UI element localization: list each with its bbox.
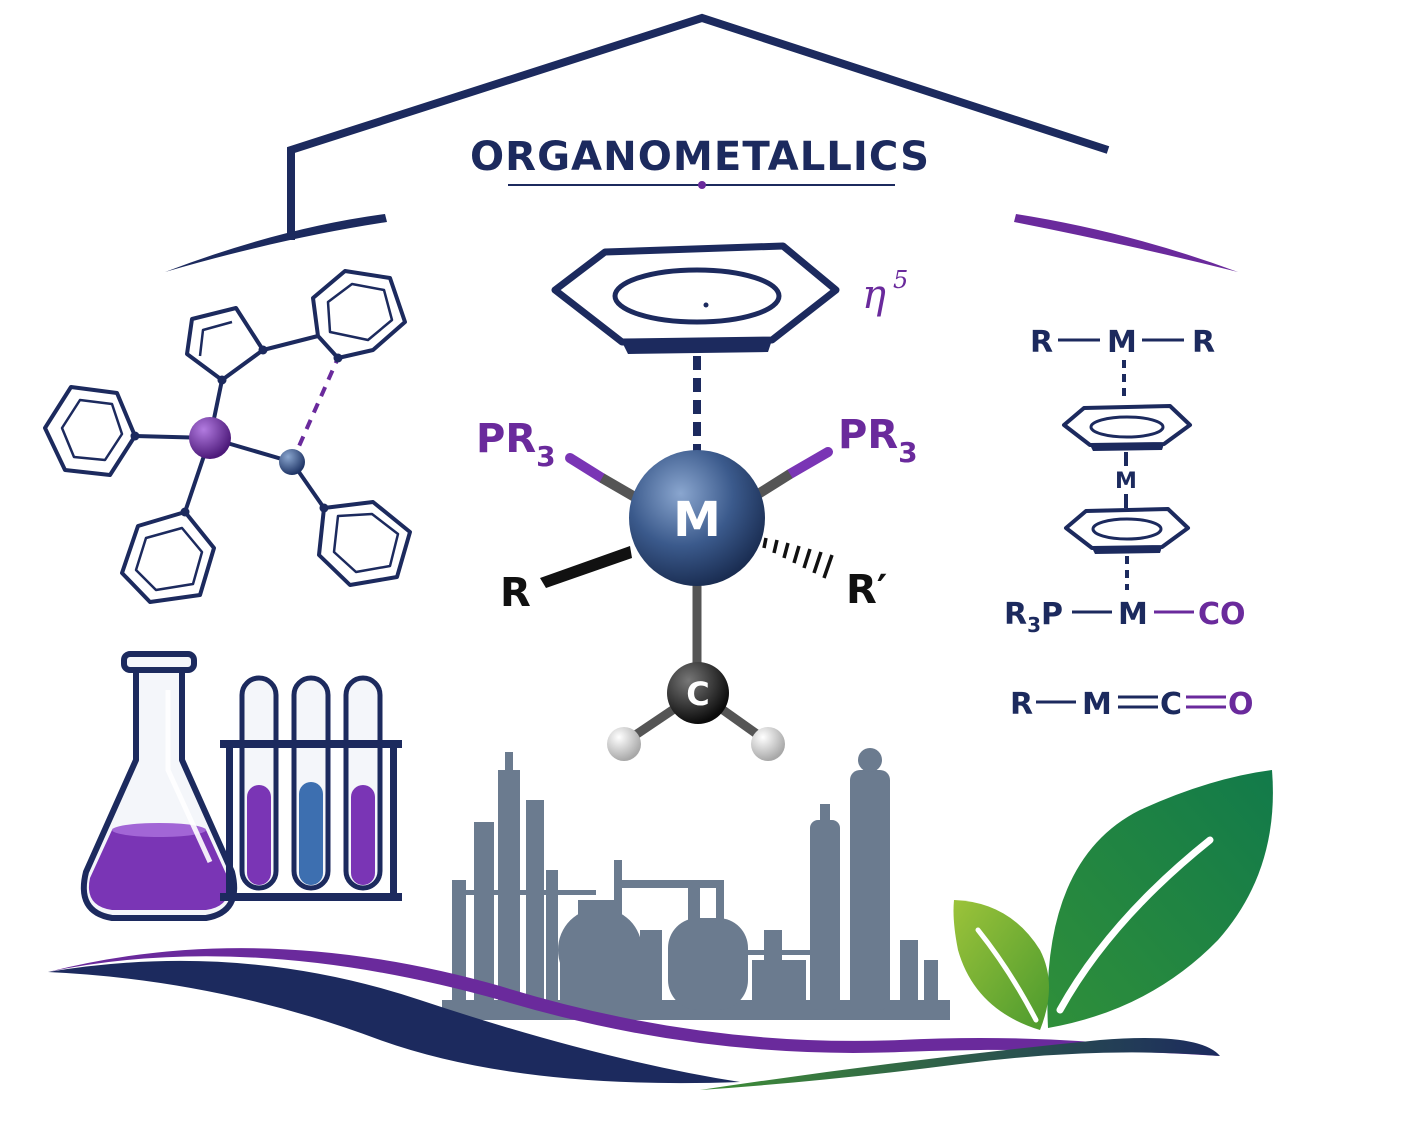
svg-text:R: R (1030, 325, 1053, 360)
roof-frame (165, 13, 1238, 272)
central-complex: η 5 M C PR (476, 242, 918, 761)
svg-text:R: R (1010, 687, 1033, 722)
metallocene-upper-ring (1062, 404, 1192, 451)
phosphine-left-label: PR3 (476, 416, 556, 473)
bottom-waves (48, 948, 1220, 1090)
svg-text:R3P: R3P (1004, 597, 1063, 637)
metal-label: M (673, 492, 721, 548)
carbon-label: C (686, 675, 709, 713)
svg-text:5: 5 (893, 266, 908, 294)
hapticity-label: η (862, 272, 886, 318)
metallocene-lower-ring (1064, 507, 1190, 554)
left-molecule (43, 269, 412, 604)
leaf-icon (953, 770, 1273, 1030)
svg-text:CO: CO (1198, 597, 1246, 632)
page-title: ORGANOMETALLICS (470, 134, 930, 180)
erlenmeyer-flask (80, 651, 238, 921)
svg-text:C: C (1160, 687, 1182, 722)
alkyl-right-label: R′ (846, 567, 887, 613)
svg-text:M: M (1118, 597, 1148, 632)
svg-text:R: R (1192, 325, 1215, 360)
phosphine-right-label: PR3 (838, 412, 918, 469)
svg-text:O: O (1228, 687, 1254, 722)
test-tube-rack (220, 675, 402, 901)
right-formulas: R M R M R3P M CO R M C (1004, 325, 1254, 722)
industrial-skyline (442, 748, 950, 1020)
svg-text:M: M (1107, 325, 1137, 360)
svg-text:M: M (1082, 687, 1112, 722)
alkyl-left-label: R (500, 570, 531, 616)
metallocene-metal-label: M (1115, 469, 1137, 494)
title-block: ORGANOMETALLICS (470, 134, 930, 189)
